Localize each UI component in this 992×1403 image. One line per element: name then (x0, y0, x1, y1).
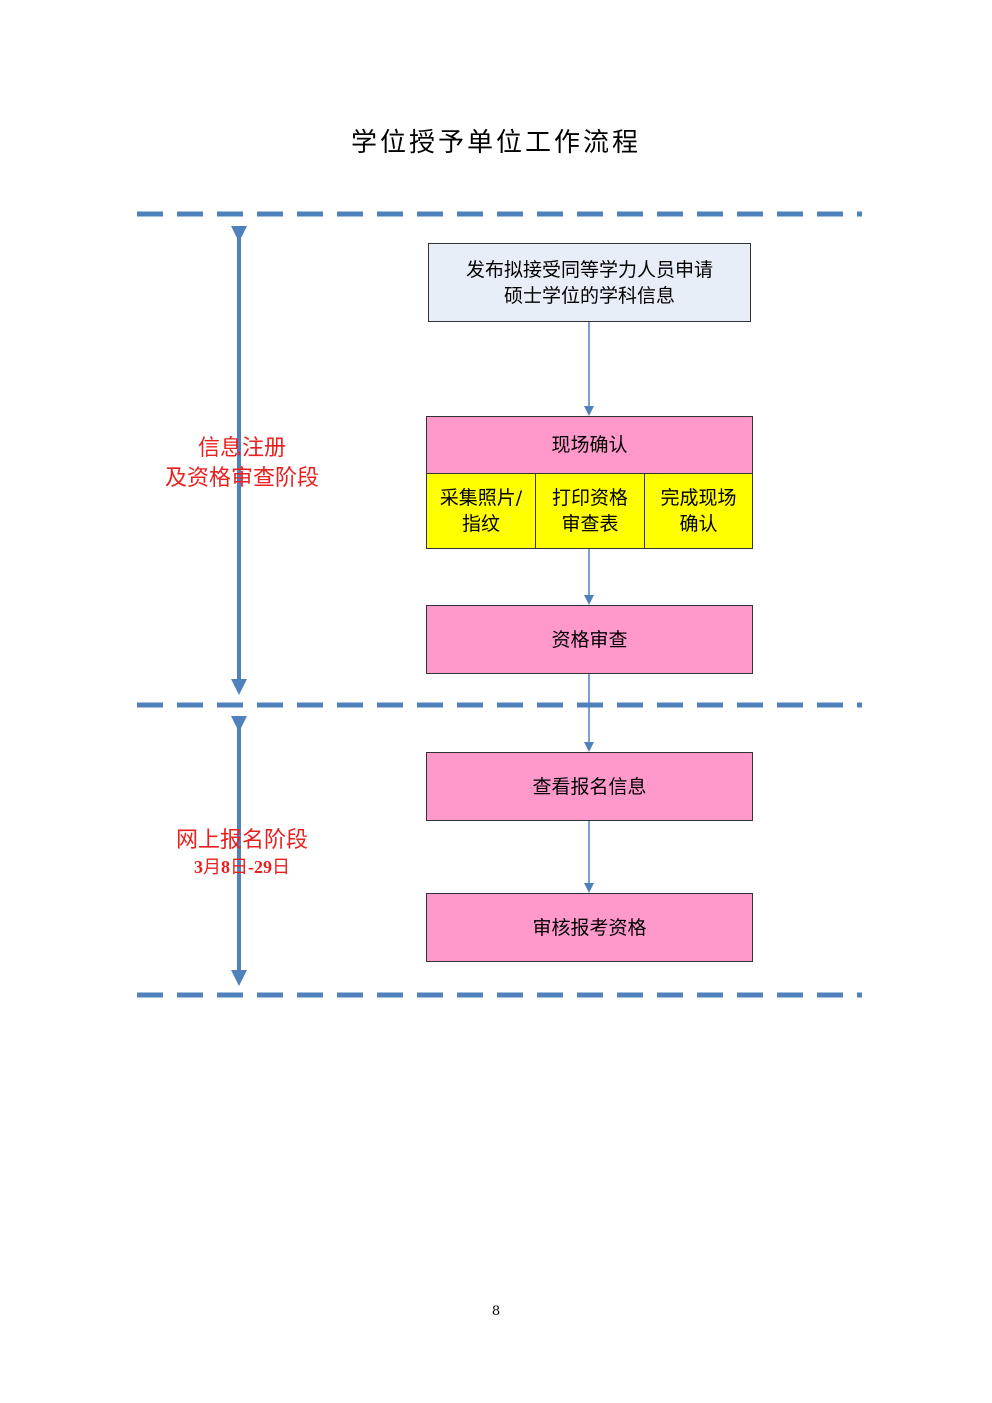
step-onsite-confirm: 现场确认 (426, 416, 753, 474)
sub-step-1-line2: 指纹 (461, 513, 500, 535)
step-audit-label: 审核报考资格 (532, 916, 647, 939)
stage1-line1: 信息注册 (197, 436, 286, 461)
sub-step-3-line1: 完成现场 (660, 487, 737, 509)
step-onsite-label: 现场确认 (551, 434, 628, 456)
stage2-date: 3月8日-29日 (194, 857, 290, 878)
stage1-line2: 及资格审查阶段 (164, 466, 319, 491)
stage-label-online-signup: 网上报名阶段 3月8日-29日 (140, 826, 344, 879)
page-title: 学位授予单位工作流程 (350, 128, 641, 158)
step-review-label: 资格审查 (551, 628, 628, 651)
step-qualification-review: 资格审查 (426, 605, 753, 674)
sub-step-print-form: 打印资格 审查表 (535, 473, 645, 549)
sub-step-complete-confirm: 完成现场 确认 (644, 473, 753, 549)
sub-step-2-line2: 审查表 (561, 513, 619, 535)
step-audit-eligibility: 审核报考资格 (426, 893, 753, 962)
sub-step-3-line2: 确认 (679, 513, 718, 535)
step-publish-subjects: 发布拟接受同等学力人员申请 硕士学位的学科信息 (428, 243, 751, 322)
stage-label-registration: 信息注册 及资格审查阶段 (140, 434, 344, 494)
stage2-line1: 网上报名阶段 (175, 828, 308, 853)
sub-step-photo-fingerprint: 采集照片/ 指纹 (426, 473, 536, 549)
sub-step-1-line1: 采集照片/ (439, 487, 523, 509)
step-publish-line1: 发布拟接受同等学力人员申请 (465, 258, 713, 281)
sub-step-2-line1: 打印资格 (551, 487, 628, 509)
step-view-registration: 查看报名信息 (426, 752, 753, 821)
page-number: 8 (491, 1304, 501, 1319)
step-publish-line2: 硕士学位的学科信息 (503, 284, 675, 307)
step-view-label: 查看报名信息 (532, 775, 647, 798)
